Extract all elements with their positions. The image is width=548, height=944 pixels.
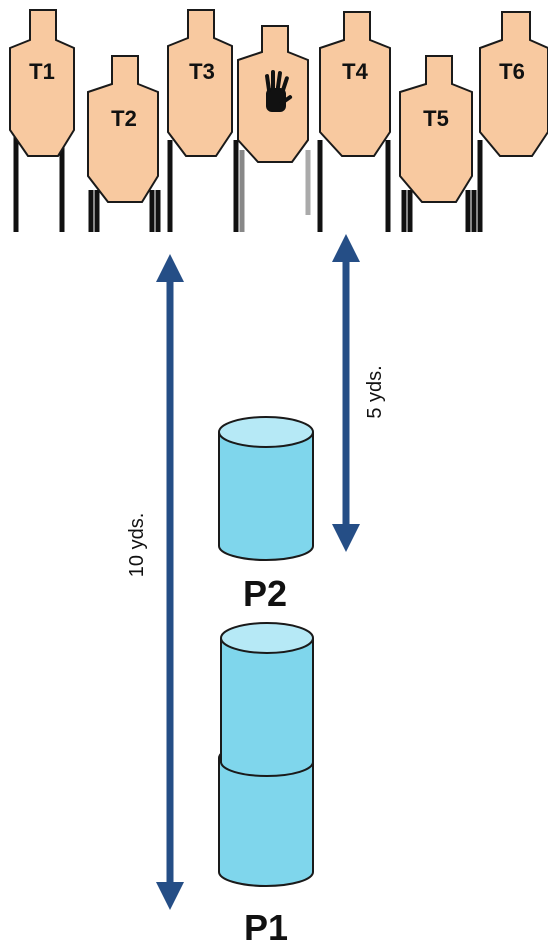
label-t2: T2 — [111, 106, 137, 131]
distance-label-10yds: 10 yds. — [126, 513, 148, 577]
distance-label-5yds: 5 yds. — [364, 365, 386, 418]
label-t5: T5 — [423, 106, 449, 131]
hand-icon — [265, 70, 293, 112]
label-t4: T4 — [342, 59, 368, 84]
target-t1 — [9, 9, 75, 157]
target-t4 — [319, 11, 391, 157]
target-t5 — [399, 55, 473, 203]
barrel-p2 — [218, 416, 314, 561]
target-stands — [13, 130, 483, 232]
target-t6 — [479, 11, 548, 157]
label-t1: T1 — [29, 59, 55, 84]
target-t2 — [87, 55, 159, 203]
target-t3 — [167, 9, 233, 157]
barrel-p1-top — [220, 622, 314, 777]
targets-row — [9, 9, 548, 203]
position-label-p1: P1 — [244, 907, 288, 944]
position-label-p2: P2 — [243, 573, 287, 614]
label-t3: T3 — [189, 59, 215, 84]
label-t6: T6 — [499, 59, 525, 84]
